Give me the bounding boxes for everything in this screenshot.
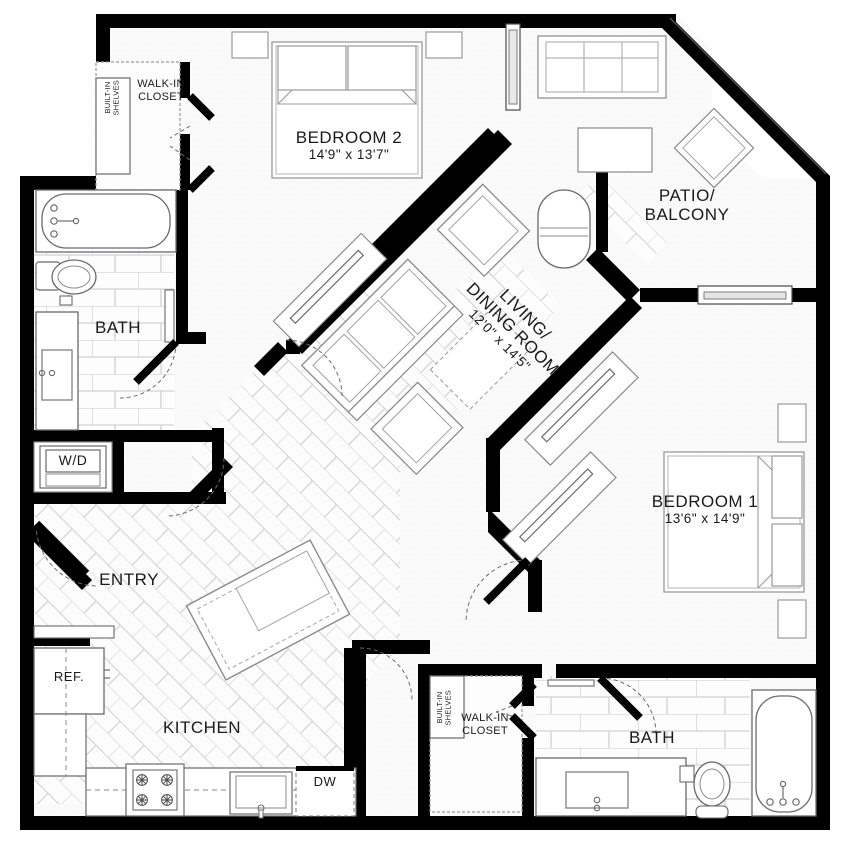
closet-bottom-line2: CLOSET xyxy=(462,725,508,738)
patio-furniture xyxy=(537,35,755,189)
entry-door xyxy=(32,520,99,587)
closet-top-line2: CLOSET xyxy=(138,91,184,104)
kitchen-island xyxy=(185,539,351,681)
armchair-a xyxy=(370,381,464,476)
nightstand-b2-right xyxy=(425,31,463,59)
bedroom2-name: BEDROOM 2 xyxy=(295,128,403,147)
room-label-bedroom1: BEDROOM 1 13'6" x 14'9" xyxy=(640,492,770,527)
closet-bottom xyxy=(429,675,537,813)
refrigerator-label: REF. xyxy=(53,669,85,684)
bed-bedroom1 xyxy=(663,451,805,593)
washer-dryer-unit xyxy=(33,441,113,493)
kitchen-fixtures xyxy=(33,539,357,819)
windows xyxy=(505,23,793,305)
hall-door xyxy=(165,457,225,517)
room-label-kitchen: KITCHEN xyxy=(162,718,242,737)
pantry-door xyxy=(359,647,413,701)
room-label-entry: ENTRY xyxy=(99,570,159,589)
bath-right-fixtures xyxy=(535,679,817,819)
closet-bottom-shelves-line2: SHELVES xyxy=(443,690,453,726)
bath-left-fixtures xyxy=(35,189,177,431)
dishwasher-label: DW xyxy=(313,774,337,789)
closet-top xyxy=(95,61,215,193)
closet-top-doors xyxy=(187,93,215,193)
closet-bottom-doors xyxy=(509,681,537,741)
balcony-rail xyxy=(669,17,827,175)
bedroom1-name: BEDROOM 1 xyxy=(651,492,759,511)
closet-top-shelves-line2: SHELVES xyxy=(111,80,121,116)
room-label-bedroom2: BEDROOM 2 14'9" x 13'7" xyxy=(284,128,414,163)
bath-left-door xyxy=(119,339,179,399)
room-label-patio: PATIO/ BALCONY xyxy=(632,186,742,224)
bedroom1-dimensions: 13'6" x 14'9" xyxy=(664,511,746,527)
sofa-living xyxy=(300,258,464,422)
nightstand-b1-top xyxy=(777,403,807,443)
closet-bottom-line1: WALK-IN xyxy=(461,712,509,724)
bed-bedroom2 xyxy=(271,41,423,179)
round-chair xyxy=(537,189,591,269)
closet-bottom-shelves-label: BUILT-IN SHELVES xyxy=(435,690,453,726)
closet-bottom-label: WALK-IN CLOSET xyxy=(452,712,518,739)
washer-dryer-label: W/D xyxy=(58,452,88,468)
bedroom2-dimensions: 14'9" x 13'7" xyxy=(308,147,390,163)
armchair-b xyxy=(436,183,531,278)
media-consoles xyxy=(272,232,639,567)
bedroom2-door xyxy=(285,339,343,397)
living-dining-furniture xyxy=(300,183,532,476)
bath-right-door xyxy=(597,675,657,735)
closet-top-shelves-label: BUILT-IN SHELVES xyxy=(103,80,121,116)
closet-top-line1: WALK-IN xyxy=(137,78,185,90)
room-label-bath-left: BATH xyxy=(94,318,142,337)
patio-name-line2: BALCONY xyxy=(644,205,730,225)
patio-name-line1: PATIO/ xyxy=(658,186,716,205)
window-living-upper xyxy=(505,23,521,111)
nightstand-b1-bottom xyxy=(777,599,807,639)
room-label-bath-right: BATH xyxy=(628,728,676,747)
bedroom1-door xyxy=(465,557,531,623)
window-bedroom1-top xyxy=(697,285,793,305)
closet-top-label: WALK-IN CLOSET xyxy=(128,78,194,105)
nightstand-b2-left xyxy=(231,31,269,59)
